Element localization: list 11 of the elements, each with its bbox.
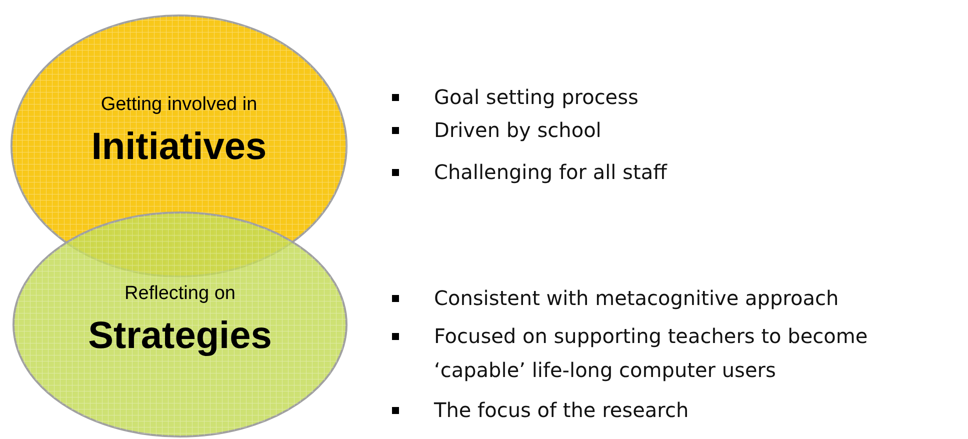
ellipse-subtitle: Reflecting on: [124, 283, 236, 305]
bullet-text: Focused on supporting teachers to become ‘capable’ life-long computer users: [434, 323, 869, 384]
bullet-text: Challenging for all staff: [434, 159, 668, 186]
bullet-text: Goal setting process: [434, 84, 640, 111]
bullet-text: Driven by school: [434, 117, 602, 144]
ellipse-title: Strategies: [87, 315, 273, 358]
bullet-text: Consistent with metacognitive approach: [434, 285, 840, 312]
venn-ellipse: [12, 211, 348, 438]
ellipse-subtitle: Getting involved in: [100, 94, 258, 116]
ellipse-title: Initiatives: [90, 126, 268, 169]
bullet-text: The focus of the research: [434, 397, 690, 424]
